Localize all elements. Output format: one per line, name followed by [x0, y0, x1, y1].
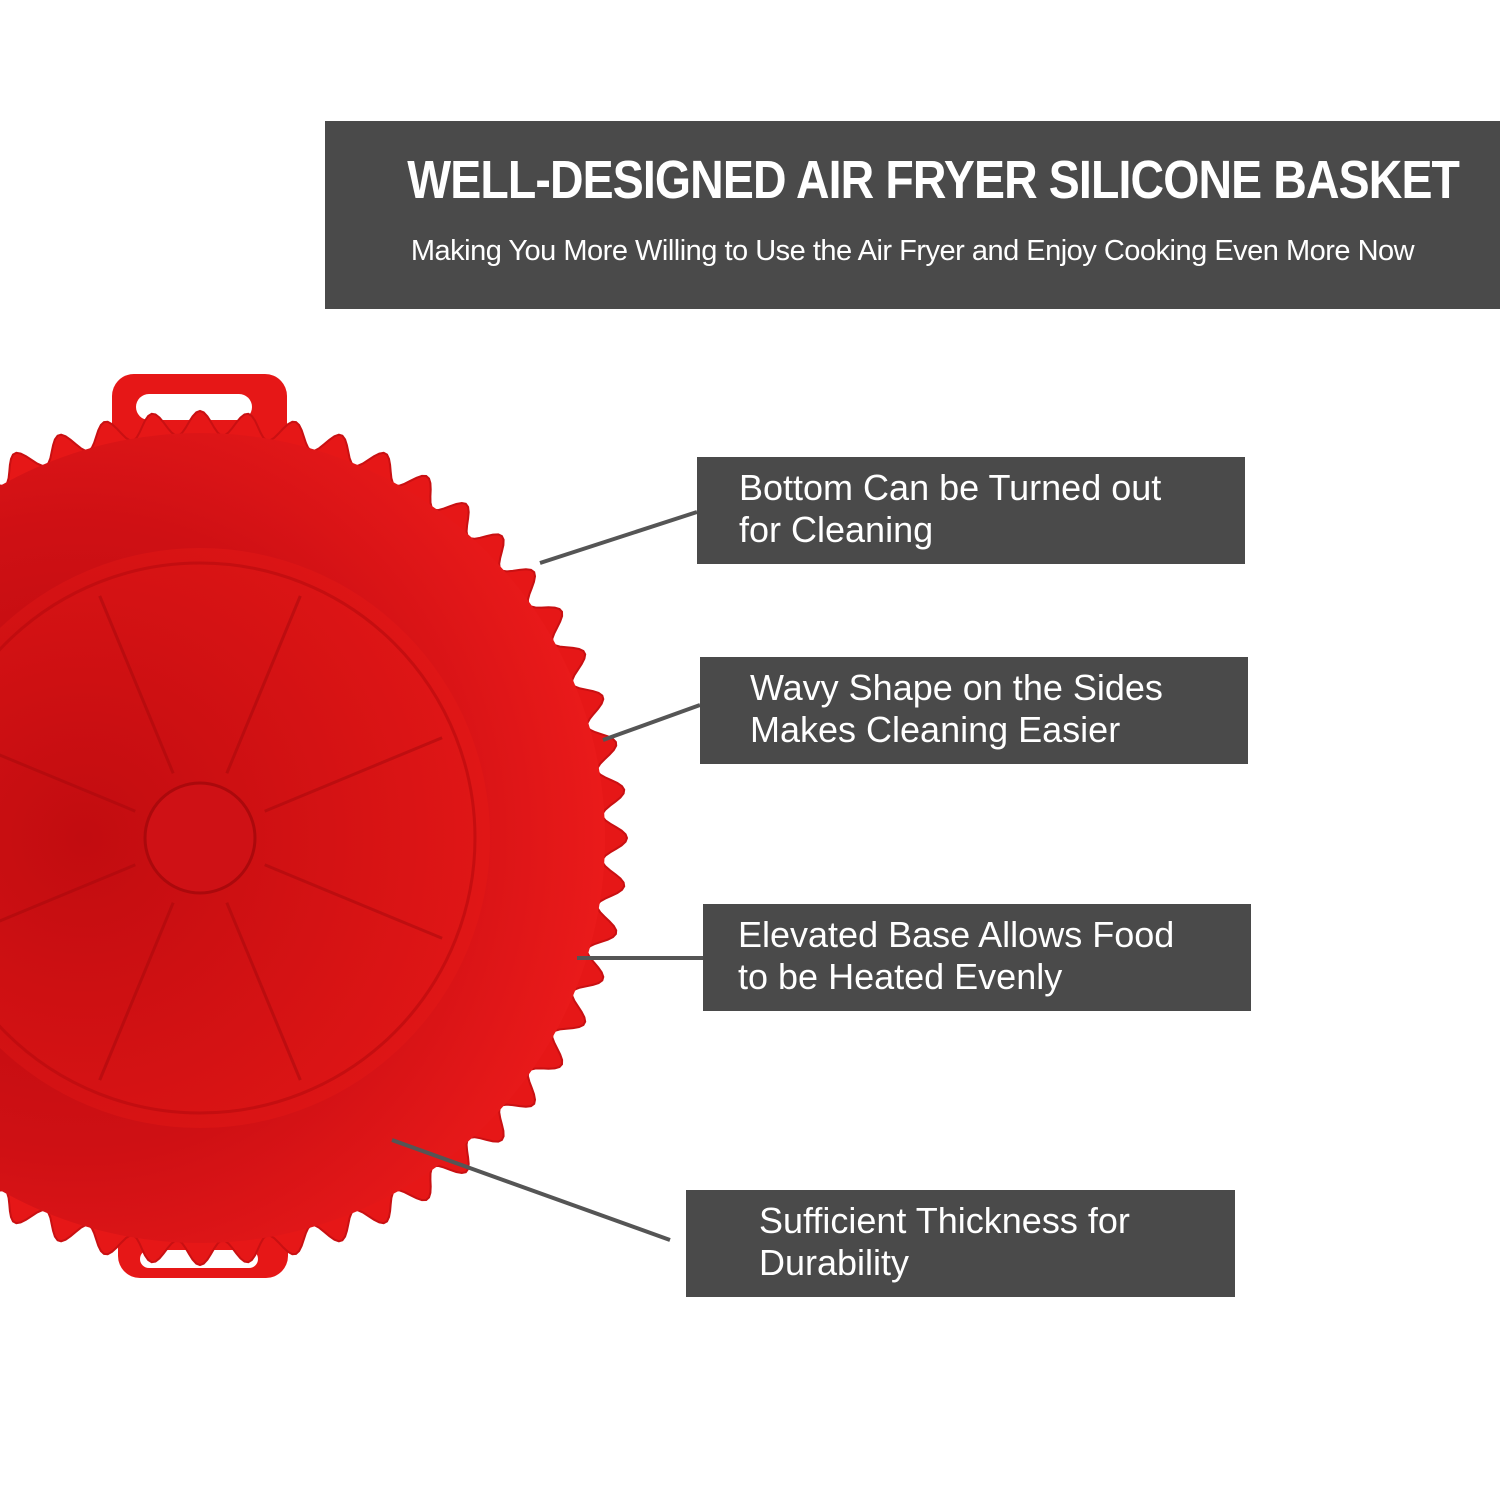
callout-text-line2: to be Heated Evenly — [738, 956, 1063, 997]
floor-rib — [264, 736, 443, 813]
callout-wavy-shape: Wavy Shape on the Sides Makes Cleaning E… — [700, 657, 1248, 764]
floor-rib — [98, 595, 175, 774]
callout-text-line1: Elevated Base Allows Food — [738, 914, 1175, 955]
page-title: WELL-DESIGNED AIR FRYER SILICONE BASKET — [407, 150, 1460, 210]
floor-rib — [0, 753, 136, 813]
floor-rib — [0, 863, 136, 923]
callout-elevated-base: Elevated Base Allows Food to be Heated E… — [703, 904, 1251, 1011]
callout-text-line1: Wavy Shape on the Sides — [750, 667, 1163, 708]
callout-text-line2: for Cleaning — [739, 509, 934, 550]
floor-rib — [98, 902, 175, 1081]
floor-rib — [225, 595, 302, 774]
elevated-base-ribs — [0, 595, 443, 1081]
callout-bottom-turn-out: Bottom Can be Turned out for Cleaning — [697, 457, 1245, 564]
callout-thickness: Sufficient Thickness for Durability — [686, 1190, 1235, 1297]
floor-center-hub — [143, 781, 257, 895]
callout-text-line2: Makes Cleaning Easier — [750, 709, 1121, 750]
page-subtitle: Making You More Willing to Use the Air F… — [410, 235, 1415, 267]
floor-rib — [264, 863, 443, 940]
leader-lines — [391, 510, 703, 1242]
callout-text-line1: Bottom Can be Turned out — [739, 467, 1162, 508]
callout-text-line2: Durability — [759, 1242, 910, 1283]
header-banner: WELL-DESIGNED AIR FRYER SILICONE BASKET … — [325, 121, 1500, 309]
floor-rib — [225, 902, 302, 1081]
callout-text-line1: Sufficient Thickness for — [759, 1200, 1130, 1241]
